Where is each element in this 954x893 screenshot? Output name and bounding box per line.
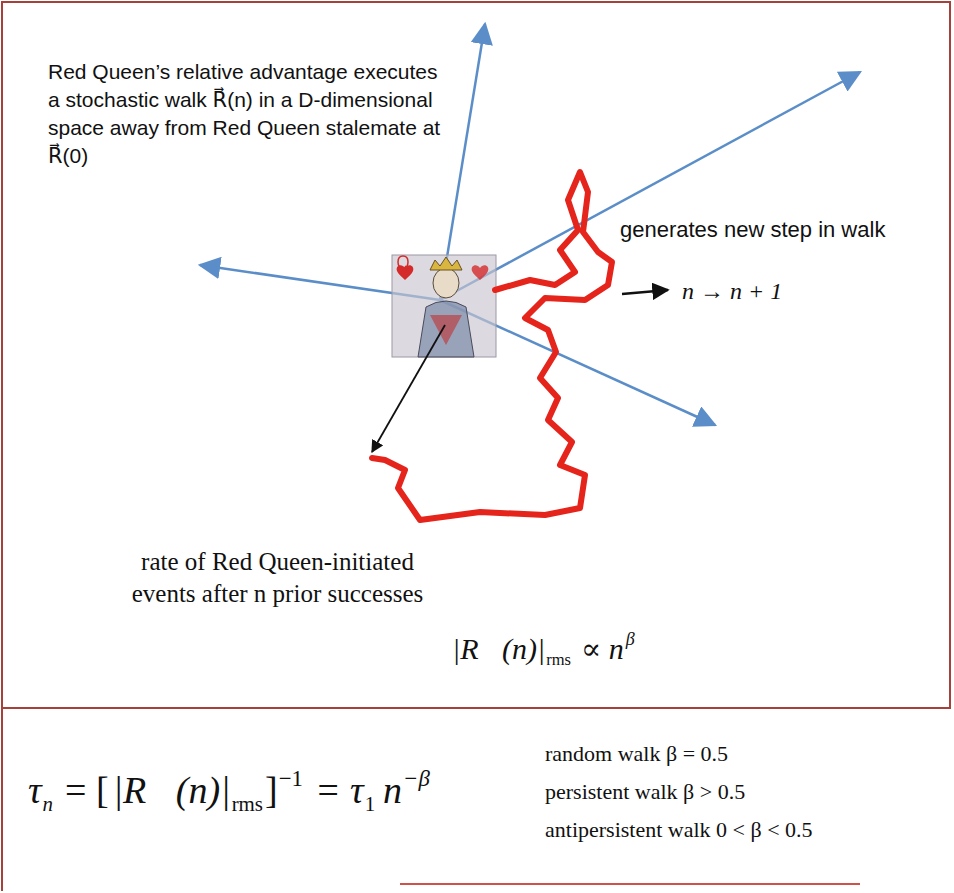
formula-part: n (43, 778, 53, 831)
rate-note: rate of Red Queen-initiated events after… (115, 546, 440, 610)
walk-type: persistent walk β > 0.5 (545, 778, 945, 806)
caption-note: Red Queen’s relative advantage executes … (48, 58, 443, 170)
step-formula: n → n + 1 (682, 276, 882, 306)
walk-type: antipersistent walk 0 < β < 0.5 (545, 816, 945, 844)
formula-part: = τ (315, 764, 364, 817)
formula-part: ] (265, 764, 278, 817)
formula-part: n (383, 764, 402, 817)
formula-part: |R⃗(n)| (452, 628, 545, 670)
queen-card (392, 255, 496, 357)
formula-part: −β (403, 752, 430, 805)
rms-formula: |R⃗(n)|rms ∝ nβ (452, 618, 635, 681)
step-note: generates new step in walk (620, 216, 940, 244)
formula-part: τ (28, 764, 42, 817)
formula-part: rms (546, 639, 571, 681)
tau-formula: τn= [|R⃗(n)|rms]−1= τ1n−β (28, 752, 430, 832)
formula-part: |R⃗(n)| (113, 764, 231, 817)
displacement-arrow (372, 325, 445, 452)
formula-part: β (626, 618, 635, 660)
walk-type: random walk β = 0.5 (545, 740, 945, 768)
formula-part: rms (232, 778, 263, 831)
step-arrow (622, 290, 668, 294)
stochastic-walk (372, 172, 612, 520)
formula-part: 1 (365, 778, 375, 831)
formula-part: = [ (65, 764, 109, 817)
formula-part: ∝ n (581, 628, 624, 670)
formula-part: −1 (279, 752, 303, 805)
